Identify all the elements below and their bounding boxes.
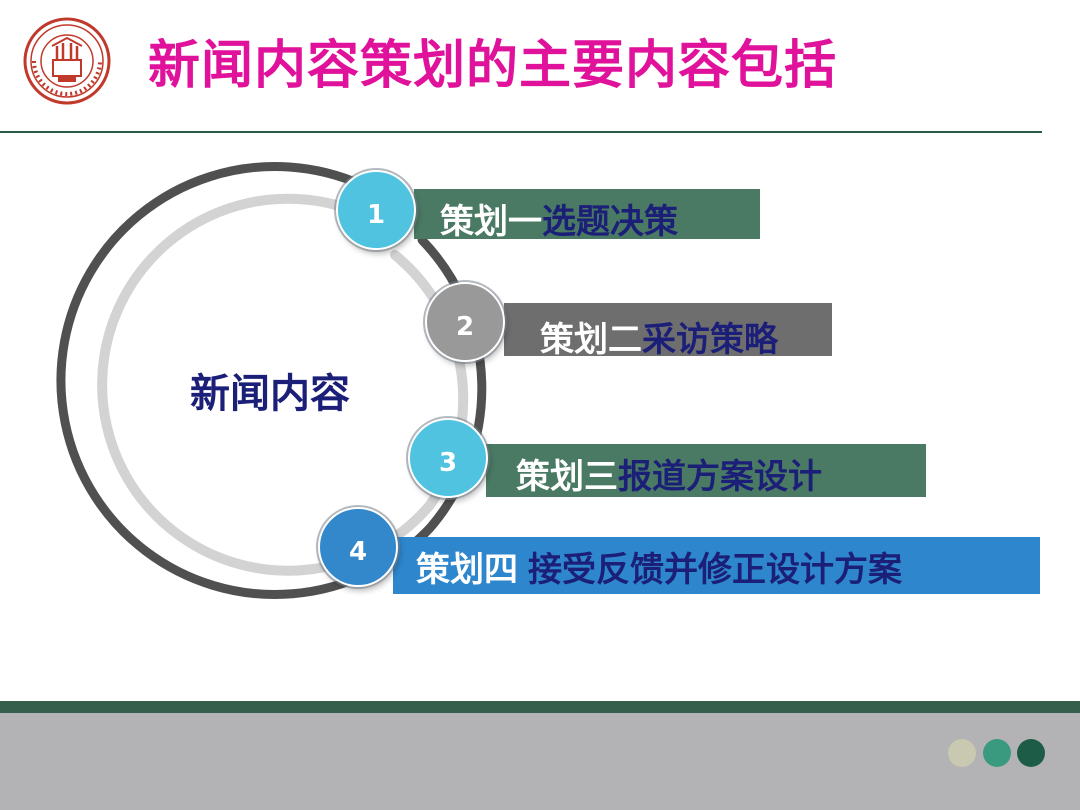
footer-dot-1 — [948, 739, 976, 767]
item-text-4: 策划四接受反馈并修正设计方案 — [416, 553, 902, 587]
footer-dot-3 — [1017, 739, 1045, 767]
item-number-2: 2 — [425, 282, 505, 362]
item-number-4: 4 — [318, 507, 398, 587]
page-title: 新闻内容策划的主要内容包括 — [148, 36, 838, 96]
inner-ring — [97, 193, 435, 576]
university-seal-icon — [23, 17, 111, 105]
item-prefix-4: 策划四 — [416, 550, 518, 590]
item-text-2: 策划二采访策略 — [540, 323, 778, 357]
item-prefix-1: 策划一 — [440, 202, 542, 242]
item-label-2: 采访策略 — [642, 320, 778, 360]
item-prefix-3: 策划三 — [516, 457, 618, 497]
center-label: 新闻内容 — [190, 371, 350, 417]
title-divider — [0, 131, 1042, 133]
footer — [0, 713, 1080, 810]
item-prefix-2: 策划二 — [540, 320, 642, 360]
outer-ring — [56, 162, 435, 599]
footer-band — [0, 701, 1080, 713]
item-text-1: 策划一选题决策 — [440, 205, 678, 239]
item-label-3: 报道方案设计 — [618, 457, 822, 497]
item-bar-4 — [393, 537, 1040, 594]
item-label-4: 接受反馈并修正设计方案 — [528, 550, 902, 590]
item-bar-3 — [486, 444, 926, 497]
item-bar-1 — [414, 189, 760, 239]
footer-dot-2 — [983, 739, 1011, 767]
item-label-1: 选题决策 — [542, 202, 678, 242]
item-number-3: 3 — [408, 418, 488, 498]
item-text-3: 策划三报道方案设计 — [516, 460, 822, 494]
item-bar-2 — [504, 303, 832, 356]
item-number-1: 1 — [336, 170, 416, 250]
